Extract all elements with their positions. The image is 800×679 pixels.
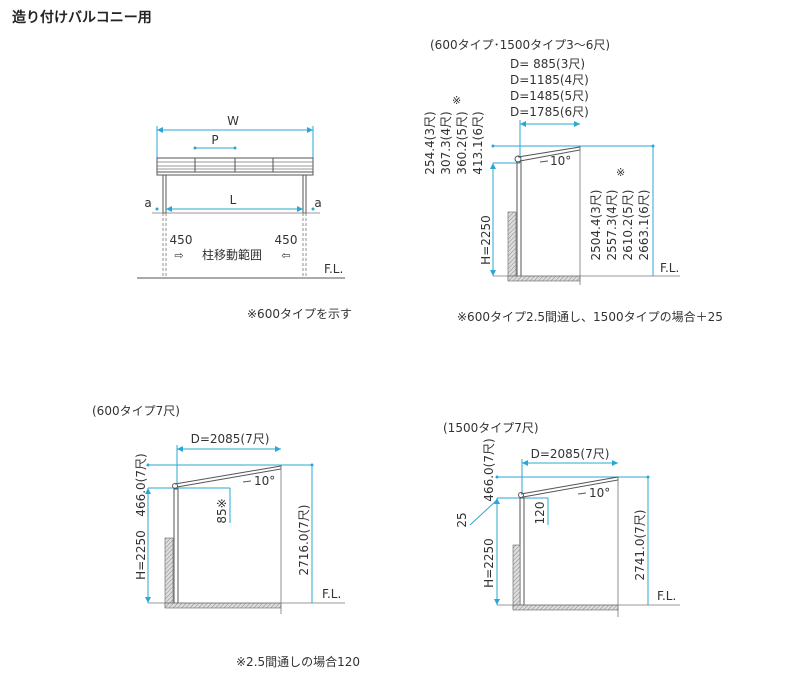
total-label: 2716.0(7尺) (297, 505, 311, 576)
dim-dot (491, 144, 495, 148)
l-label: L (230, 193, 237, 207)
balcony-slab (507, 275, 581, 282)
side-view-600-7: (600タイプ7尺) D=2085(7尺) F.L. 10° 466.0(7尺)… (92, 404, 360, 669)
height-label: H=2250 (479, 215, 493, 265)
fl-label: F.L. (657, 589, 676, 603)
slope-label: 10° (254, 474, 275, 488)
left-range-value: 450 (170, 233, 193, 247)
side-3-6-heading: (600タイプ･1500タイプ3～6尺) (430, 38, 610, 52)
side-600-7-heading: (600タイプ7尺) (92, 404, 180, 418)
depth-3: D= 885(3尺) (510, 57, 585, 71)
p-label: P (211, 133, 218, 147)
total-3: 2504.4(3尺) (589, 190, 603, 261)
side-3-6-note: ※600タイプ2.5間通し、1500タイプの場合＋25 (457, 309, 723, 324)
a-right-label: a (314, 196, 321, 210)
gutter (518, 492, 524, 498)
offset-label: 25 (455, 512, 469, 527)
total-6: 2663.1(6尺) (637, 190, 651, 261)
depth-4: D=1185(4尺) (510, 73, 589, 87)
dim-dot (155, 207, 159, 211)
depth-label: D=2085(7尺) (531, 447, 610, 461)
w-label: W (227, 114, 239, 128)
fl-label: F.L. (660, 261, 679, 275)
balcony-slab (164, 602, 282, 609)
slope-label: 10° (589, 486, 610, 500)
total-note-mark: ※ (616, 166, 625, 179)
side-1500-7-heading: (1500タイプ7尺) (443, 421, 539, 435)
slope-mark (577, 492, 587, 495)
side-view-3-6: (600タイプ･1500タイプ3～6尺) D= 885(3尺) D=1185(4… (423, 38, 723, 324)
slope-mark (539, 160, 549, 163)
post (173, 488, 179, 604)
wall (164, 537, 174, 608)
total-5: 2610.2(5尺) (621, 190, 635, 261)
rise-4: 307.3(4尺) (439, 111, 453, 174)
post (519, 497, 525, 606)
arrow-right-icon: ⇨ (174, 249, 183, 262)
roof-rail (156, 157, 314, 176)
depth-6: D=1785(6尺) (510, 105, 589, 119)
rise-5: 360.2(5尺) (455, 111, 469, 174)
rise-note-mark: ※ (452, 94, 461, 107)
rise-3: 254.4(3尺) (423, 111, 437, 174)
dim-dot (193, 146, 197, 150)
right-range-value: 450 (275, 233, 298, 247)
a-left-label: a (144, 196, 151, 210)
fl-label: F.L. (324, 262, 343, 276)
rise-label: 466.0(7尺) (134, 453, 148, 516)
page-title: 造り付けバルコニー用 (12, 9, 152, 26)
depth-label: D=2085(7尺) (191, 432, 270, 446)
fl-label: F.L. (322, 587, 341, 601)
wall (512, 544, 521, 610)
beam-label: 120 (533, 502, 547, 525)
slope-mark (242, 480, 252, 483)
depth-5: D=1485(5尺) (510, 89, 589, 103)
side-600-7-note: ※2.5間通しの場合120 (236, 654, 360, 669)
arrow-left-icon: ⇦ (281, 249, 290, 262)
height-label: H=2250 (482, 538, 496, 588)
front-note: ※600タイプを示す (247, 307, 352, 321)
beam-label: 85※ (215, 498, 229, 523)
dim-dot (233, 146, 237, 150)
post-right (302, 174, 307, 214)
wall (507, 211, 517, 281)
balcony-slab (512, 604, 619, 611)
post (516, 161, 522, 277)
dim-dot (311, 207, 315, 211)
slope-label: 10° (550, 154, 571, 168)
dim-dot (495, 475, 499, 479)
total-4: 2557.3(4尺) (605, 190, 619, 261)
height-label: H=2250 (134, 530, 148, 580)
rise-label: 466.0(7尺) (482, 438, 496, 501)
dim-dot (146, 463, 150, 467)
total-label: 2741.0(7尺) (633, 510, 647, 581)
post-left (162, 174, 167, 214)
post-range-label: 柱移動範囲 (202, 247, 262, 262)
offset-leader (469, 499, 498, 526)
side-view-1500-7: (1500タイプ7尺) D=2085(7尺) F.L. 10° 466.0(7尺… (443, 421, 680, 617)
rise-6: 413.1(6尺) (471, 111, 485, 174)
front-view: W P a L a 450 450 ⇨ ⇦ 柱移動範囲 (137, 114, 352, 321)
